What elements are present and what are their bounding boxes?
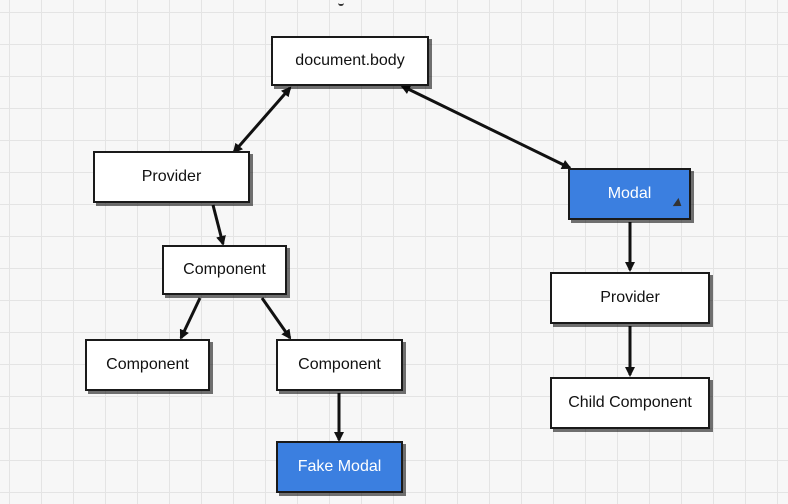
arrow-component-component-right xyxy=(260,297,292,340)
node-component-right: Component xyxy=(276,339,403,391)
node-fake-modal: Fake Modal xyxy=(276,441,403,493)
node-provider-left: Provider xyxy=(93,151,250,203)
node-provider-right: Provider xyxy=(550,272,710,324)
node-component-left: Component xyxy=(85,339,210,391)
arrow-provider-component xyxy=(211,204,226,246)
node-document-body: document.body xyxy=(271,36,429,86)
node-component-mid: Component xyxy=(162,245,287,295)
arrow-body-provider xyxy=(232,86,292,154)
arrow-component-component-left xyxy=(179,297,202,340)
node-child-component: Child Component xyxy=(550,377,710,429)
cropped-glyph xyxy=(338,0,344,6)
node-modal: Modal xyxy=(568,168,691,220)
arrow-body-modal xyxy=(400,84,572,170)
